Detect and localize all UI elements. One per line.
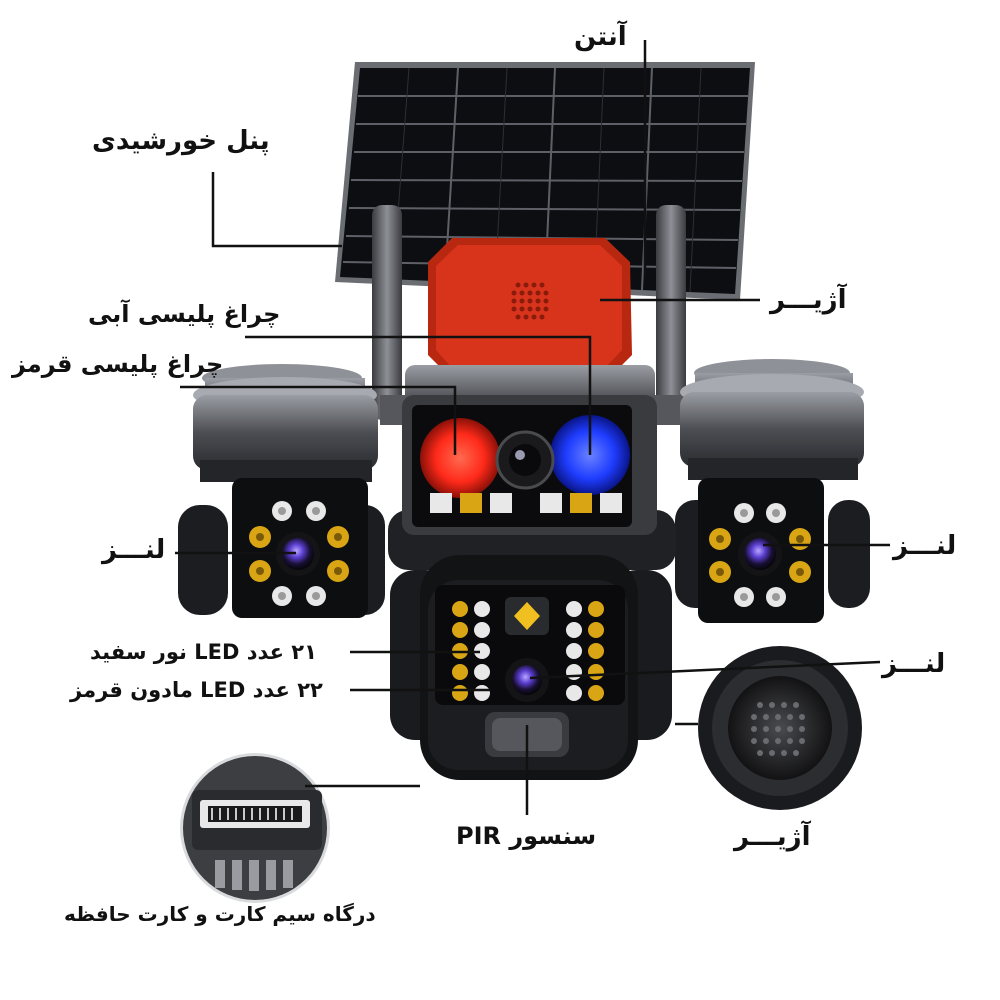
label-solar-panel: پنل خورشیدی [92, 126, 270, 156]
siren-detail [698, 646, 862, 810]
label-siren-top: آژیـــر [770, 285, 847, 315]
left-camera-leds [249, 501, 349, 606]
label-sim-port: درگاه سیم کارت و کارت حافظه [64, 902, 376, 926]
top-siren [428, 238, 632, 375]
right-camera [675, 359, 870, 623]
lower-floodlight [505, 597, 549, 635]
left-lens [276, 532, 320, 576]
leader-solar-panel [211, 172, 342, 248]
label-siren-bottom: آژیـــر [734, 822, 811, 852]
center-lens [505, 658, 549, 702]
top-center-lens [495, 430, 555, 490]
label-lens-center: لنـــز [882, 649, 946, 679]
right-lens [738, 532, 782, 576]
label-pir-sensor: سنسور PIR [456, 822, 597, 850]
label-antenna: آنتن [574, 22, 627, 52]
label-police-light-blue: چراغ پلیسی آبی [88, 300, 281, 328]
right-camera-leds [709, 503, 811, 607]
label-lens-right: لنـــز [893, 531, 957, 561]
leader-lines [175, 40, 890, 815]
leader-police-red [180, 385, 457, 455]
leader-police-blue [245, 335, 592, 455]
label-police-light-red: چراغ پلیسی قرمز [12, 350, 224, 378]
left-camera [178, 364, 385, 618]
police-light-leds [430, 493, 622, 513]
leader-lens-center [529, 660, 881, 680]
label-lens-left: لنـــز [102, 535, 166, 565]
label-ir-led: ۲۲ عدد LED مادون قرمز [70, 678, 323, 702]
police-light-red [420, 418, 500, 498]
label-white-led: ۲۱ عدد LED نور سفید [90, 640, 317, 664]
sim-port-detail [180, 753, 330, 903]
